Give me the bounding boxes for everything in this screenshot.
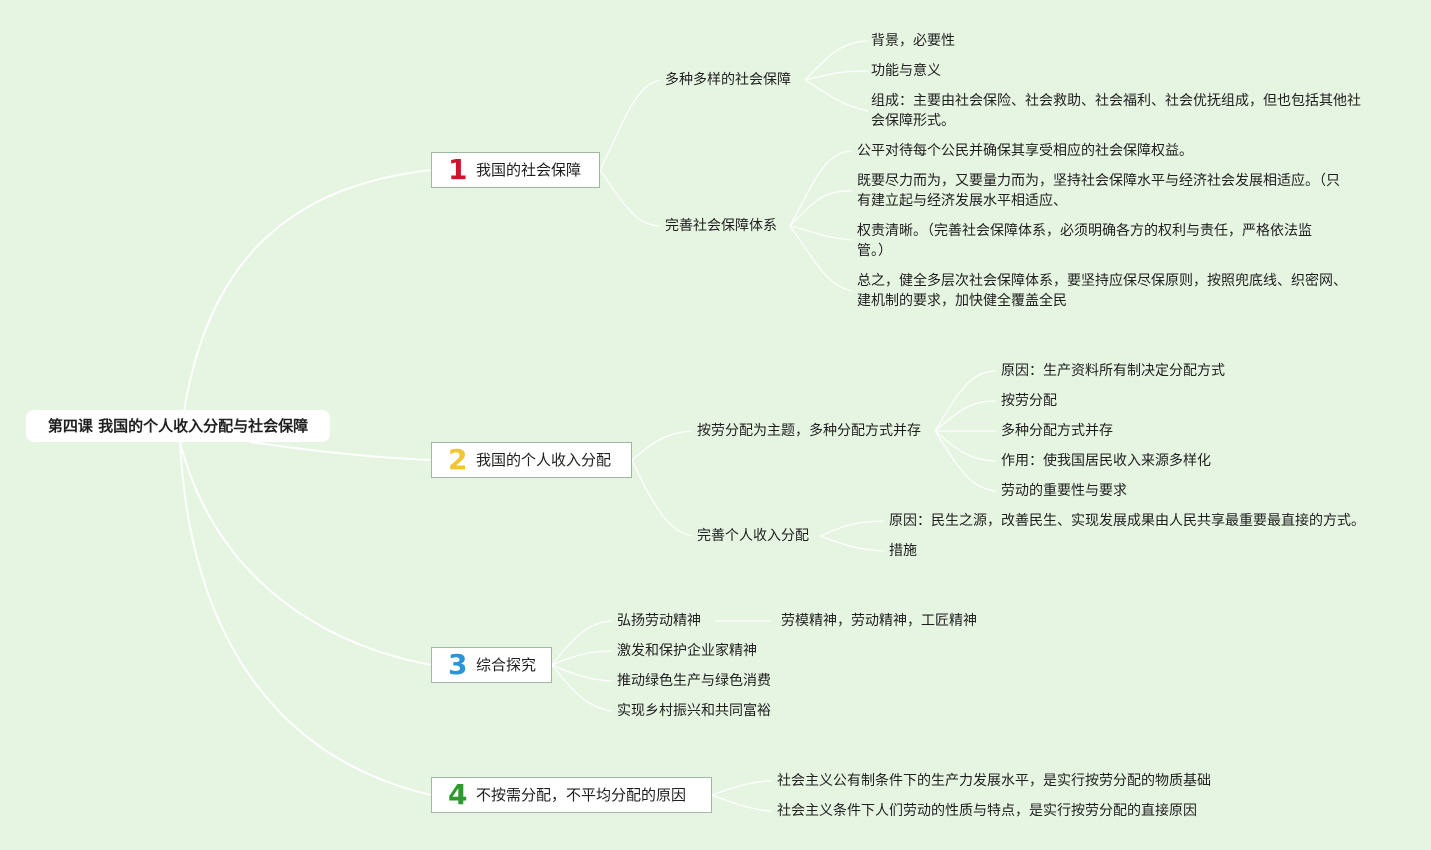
root-topic[interactable]: 第四课 我国的个人收入分配与社会保障 <box>26 410 330 442</box>
topic-distribution-by-labor[interactable]: 按劳分配为主题，多种分配方式并存 <box>697 423 921 439</box>
branch-label: 我国的个人收入分配 <box>476 451 612 469</box>
topic-direct-reason[interactable]: 社会主义条件下人们劳动的性质与特点，是实行按劳分配的直接原因 <box>777 803 1197 819</box>
number-4-icon: 4 <box>448 778 468 811</box>
topic-improve-system[interactable]: 完善社会保障体系 <box>665 218 777 234</box>
topic-green-production[interactable]: 推动绿色生产与绿色消费 <box>617 673 771 689</box>
number-3-icon: 3 <box>448 648 468 681</box>
topic-diverse-social-security[interactable]: 多种多样的社会保障 <box>665 72 791 88</box>
branch-comprehensive-inquiry[interactable]: 3 综合探究 <box>431 647 552 683</box>
topic-improve-income[interactable]: 完善个人收入分配 <box>697 528 809 544</box>
leaf-function[interactable]: 功能与意义 <box>871 63 941 79</box>
branch-income-distribution[interactable]: 2 我国的个人收入分配 <box>431 442 632 478</box>
leaf-composition[interactable]: 组成：主要由社会保险、社会救助、社会福利、社会优抚组成，但也包括其他社会保障形式… <box>871 93 1361 129</box>
topic-entrepreneur-spirit[interactable]: 激发和保护企业家精神 <box>617 643 757 659</box>
leaf-multiple-forms[interactable]: 多种分配方式并存 <box>1001 423 1113 439</box>
leaf-reason-ownership[interactable]: 原因：生产资料所有制决定分配方式 <box>1001 363 1225 379</box>
leaf-distribution-by-labor[interactable]: 按劳分配 <box>1001 393 1057 409</box>
leaf-model-worker-spirit[interactable]: 劳模精神，劳动精神，工匠精神 <box>781 613 977 629</box>
branch-label: 我国的社会保障 <box>476 161 582 179</box>
branch-label: 综合探究 <box>476 656 537 674</box>
branch-label: 不按需分配，不平均分配的原因 <box>476 786 687 804</box>
leaf-effect[interactable]: 作用：使我国居民收入来源多样化 <box>1001 453 1211 469</box>
branch-social-security[interactable]: 1 我国的社会保障 <box>431 152 600 188</box>
topic-labor-spirit[interactable]: 弘扬劳动精神 <box>617 613 701 629</box>
number-2-icon: 2 <box>448 443 468 476</box>
leaf-fairness[interactable]: 公平对待每个公民并确保其享受相应的社会保障权益。 <box>857 143 1193 159</box>
branch-distribution-reasons[interactable]: 4 不按需分配，不平均分配的原因 <box>431 777 712 813</box>
leaf-labor-importance[interactable]: 劳动的重要性与要求 <box>1001 483 1127 499</box>
leaf-background[interactable]: 背景，必要性 <box>871 33 955 49</box>
leaf-measures[interactable]: 措施 <box>889 543 917 559</box>
number-1-icon: 1 <box>448 153 468 186</box>
leaf-reason-livelihood[interactable]: 原因：民生之源，改善民生、实现发展成果由人民共享最重要最直接的方式。 <box>889 513 1365 529</box>
leaf-summary[interactable]: 总之，健全多层次社会保障体系，要坚持应保尽保原则，按照兜底线、织密网、建机制的要… <box>857 273 1347 309</box>
leaf-do-best[interactable]: 既要尽力而为，又要量力而为，坚持社会保障水平与经济社会发展相适应。（只有建立起与… <box>857 173 1340 209</box>
topic-material-basis[interactable]: 社会主义公有制条件下的生产力发展水平，是实行按劳分配的物质基础 <box>777 773 1211 789</box>
leaf-responsibility[interactable]: 权责清晰。（完善社会保障体系，必须明确各方的权利与责任，严格依法监管。） <box>857 223 1312 259</box>
topic-rural-revitalization[interactable]: 实现乡村振兴和共同富裕 <box>617 703 771 719</box>
